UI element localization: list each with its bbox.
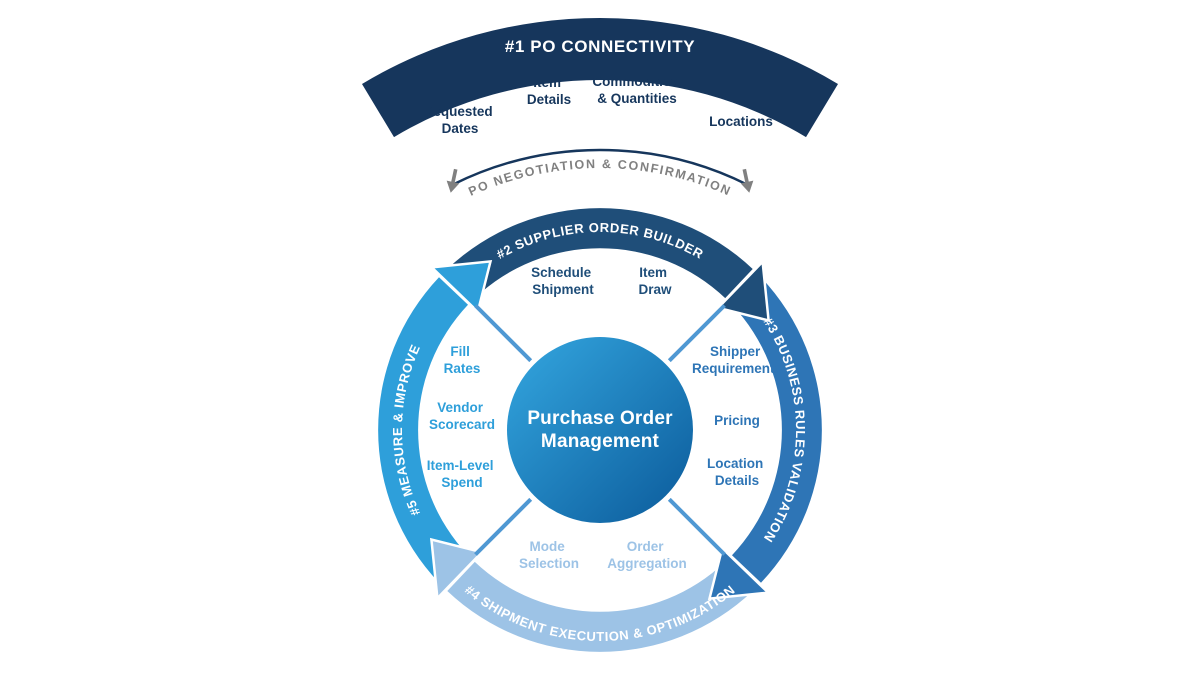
item-vendor-scorecard: Vendor Scorecard xyxy=(429,400,495,432)
down-arrow-icon xyxy=(446,168,460,193)
item-location-details: Location Details xyxy=(707,456,767,488)
item-item-level-spend: Item-Level Spend xyxy=(427,458,498,490)
divider-line-sw xyxy=(474,497,533,556)
quadrant-bottom-items: Mode Selection Order Aggregation xyxy=(519,539,687,571)
banner-item-line: Commodities xyxy=(592,74,678,89)
item-line: Fill xyxy=(450,344,470,359)
quadrant-top-items: Schedule Shipment Item Draw xyxy=(531,265,672,297)
segment5-arrowhead-icon xyxy=(428,259,493,315)
item-line: Order xyxy=(627,539,665,554)
banner-item-locations: Locations xyxy=(709,114,773,129)
banner-item-item-details: Item Details xyxy=(527,75,571,107)
item-mode-selection: Mode Selection xyxy=(519,539,579,571)
banner-item-line: Details xyxy=(527,92,571,107)
banner-item-line: & Quantities xyxy=(597,91,677,106)
quadrant-dividers xyxy=(474,304,726,556)
item-line: Scorecard xyxy=(429,417,495,432)
down-arrow-icon xyxy=(740,168,754,193)
center-title-line1: Purchase Order xyxy=(527,408,673,429)
item-item-draw: Item Draw xyxy=(638,265,672,297)
item-line: Spend xyxy=(441,475,482,490)
banner-item-line: Requested xyxy=(424,104,493,119)
quadrant-right-items: Shipper Requirements Pricing Location De… xyxy=(692,344,782,488)
item-line: Vendor xyxy=(437,400,484,415)
po-connectivity-banner: #1 PO CONNECTIVITY Requested Dates Item … xyxy=(362,17,838,199)
item-line: Shipment xyxy=(532,282,594,297)
item-line: Location xyxy=(707,456,763,471)
segment5-arc xyxy=(378,277,468,583)
quadrant-left-items: Fill Rates Vendor Scorecard Item-Level S… xyxy=(427,344,498,490)
segment4-arrowhead-icon xyxy=(429,537,485,602)
center-title-line2: Management xyxy=(541,431,660,452)
segment2-arrowhead-icon xyxy=(715,258,771,323)
item-line: Selection xyxy=(519,556,579,571)
item-line: Draw xyxy=(638,282,672,297)
item-line: Aggregation xyxy=(607,556,687,571)
item-shipper-requirements: Shipper Requirements xyxy=(692,344,782,376)
item-line: Item xyxy=(639,265,667,280)
down-arrow-head xyxy=(740,180,754,193)
down-arrow-head xyxy=(446,180,460,193)
item-pricing: Pricing xyxy=(714,413,760,428)
center-hub: Purchase Order Management xyxy=(507,337,693,523)
banner-item-requested-dates: Requested Dates xyxy=(424,104,497,136)
item-line: Details xyxy=(715,473,759,488)
item-line: Item-Level xyxy=(427,458,494,473)
banner-arc xyxy=(362,17,838,138)
item-order-aggregation: Order Aggregation xyxy=(607,539,687,571)
item-line: Shipper xyxy=(710,344,761,359)
item-line: Schedule xyxy=(531,265,592,280)
divider-line-nw xyxy=(474,304,533,363)
segment2-arc xyxy=(447,208,753,299)
item-line: Rates xyxy=(444,361,481,376)
item-fill-rates: Fill Rates xyxy=(444,344,481,376)
banner-item-line: Dates xyxy=(442,121,479,136)
center-circle xyxy=(507,337,693,523)
banner-item-commodities-quantities: Commodities & Quantities xyxy=(592,74,681,106)
segment3-arc xyxy=(732,277,822,583)
item-schedule-shipment: Schedule Shipment xyxy=(531,265,595,297)
divider-line-ne xyxy=(667,304,726,363)
banner-underline-arc xyxy=(452,148,748,186)
item-line: Requirements xyxy=(692,361,782,376)
divider-line-se xyxy=(667,497,726,556)
banner-item-line: Item xyxy=(533,75,561,90)
segment3-arrowhead-icon xyxy=(707,545,772,601)
item-line: Mode xyxy=(529,539,565,554)
banner-title: #1 PO CONNECTIVITY xyxy=(505,37,695,56)
segment4-arc xyxy=(447,561,753,652)
